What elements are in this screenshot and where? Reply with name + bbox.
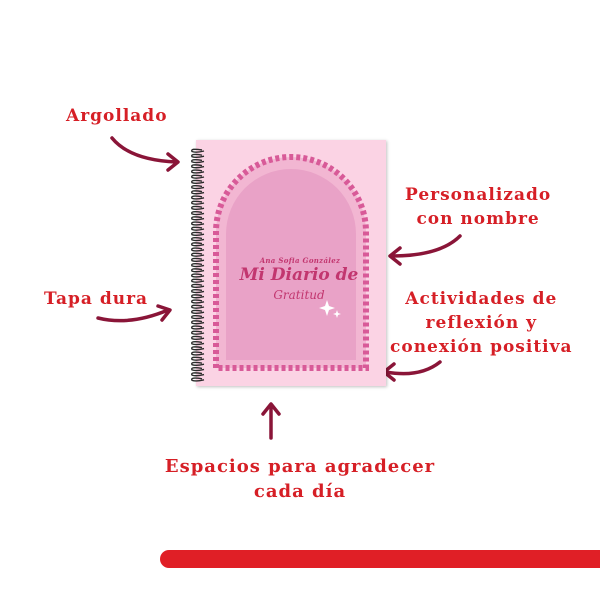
spiral-ring bbox=[191, 314, 205, 320]
feature-text-line1: Personalizado bbox=[405, 185, 552, 205]
spiral-ring bbox=[191, 236, 205, 242]
spiral-ring bbox=[191, 273, 205, 278]
feature-text-line2: con nombre bbox=[416, 209, 540, 229]
feature-text-line2: reflexión y bbox=[425, 313, 537, 333]
arrow-tapa-dura-icon bbox=[96, 308, 170, 323]
spiral-ring bbox=[191, 377, 205, 382]
feature-text: Argollado bbox=[66, 106, 168, 126]
notebook-cover: Ana Sofia González Mi Diario de Gratitud bbox=[196, 140, 386, 386]
sparkle-icon bbox=[319, 300, 341, 318]
spiral-ring bbox=[191, 299, 205, 304]
spiral-ring bbox=[191, 288, 205, 294]
spiral-ring bbox=[191, 153, 205, 159]
spiral-ring bbox=[191, 221, 205, 226]
arrow-personalizado-icon bbox=[390, 234, 462, 258]
spiral-ring bbox=[191, 278, 205, 283]
spiral-ring bbox=[191, 158, 205, 164]
spiral-ring bbox=[191, 242, 205, 247]
spiral-ring bbox=[191, 361, 205, 367]
feature-label-personalizado: Personalizado con nombre bbox=[405, 183, 551, 231]
spiral-ring bbox=[191, 252, 205, 257]
spiral-ring bbox=[191, 283, 205, 289]
feature-label-espacios: Espacios para agradecer cada día bbox=[150, 454, 450, 504]
spiral-ring bbox=[191, 340, 205, 346]
feature-label-argollado: Argollado bbox=[66, 104, 168, 128]
feature-text: Tapa dura bbox=[44, 289, 149, 309]
spiral-binding-icon bbox=[191, 148, 205, 382]
spiral-ring bbox=[191, 257, 205, 263]
spiral-ring bbox=[191, 179, 205, 185]
feature-text-line3: conexión positiva bbox=[390, 337, 573, 357]
spiral-ring bbox=[191, 335, 205, 341]
feature-text-line1: Espacios para agradecer bbox=[164, 456, 436, 477]
spiral-ring bbox=[191, 366, 205, 372]
spiral-ring bbox=[191, 169, 205, 174]
spiral-ring bbox=[191, 372, 205, 377]
spiral-ring bbox=[191, 268, 205, 273]
feature-text-line1: Actividades de bbox=[405, 289, 558, 309]
feature-label-tapa-dura: Tapa dura bbox=[44, 287, 148, 311]
spiral-ring bbox=[191, 304, 205, 309]
spiral-ring bbox=[191, 164, 205, 169]
cover-owner-name: Ana Sofia González bbox=[259, 256, 341, 265]
cover-title: Mi Diario de bbox=[239, 265, 359, 285]
feature-label-actividades: Actividades de reflexión y conexión posi… bbox=[390, 287, 573, 359]
spiral-ring bbox=[191, 195, 205, 200]
accent-bar bbox=[160, 550, 600, 568]
spiral-ring bbox=[191, 148, 205, 153]
notebook-product: Ana Sofia González Mi Diario de Gratitud bbox=[188, 140, 394, 386]
cover-arch-graphic bbox=[213, 154, 369, 371]
arrow-actividades-icon bbox=[384, 360, 442, 376]
spiral-ring bbox=[191, 200, 205, 205]
spiral-ring bbox=[191, 174, 205, 179]
spiral-ring bbox=[191, 351, 205, 356]
spiral-ring bbox=[191, 346, 205, 351]
spiral-ring bbox=[191, 210, 205, 216]
spiral-ring bbox=[191, 190, 205, 195]
spiral-ring bbox=[191, 325, 205, 330]
spiral-ring bbox=[191, 216, 205, 221]
spiral-ring bbox=[191, 231, 205, 237]
spiral-ring bbox=[191, 247, 205, 252]
spiral-ring bbox=[191, 309, 205, 315]
spiral-ring bbox=[191, 184, 205, 190]
spiral-ring bbox=[191, 205, 205, 211]
spiral-ring bbox=[191, 330, 205, 335]
feature-text-line2: cada día bbox=[253, 481, 347, 502]
spiral-ring bbox=[191, 320, 205, 325]
spiral-ring bbox=[191, 294, 205, 299]
spiral-ring bbox=[191, 226, 205, 231]
spiral-ring bbox=[191, 262, 205, 268]
spiral-ring bbox=[191, 356, 205, 361]
cover-subtitle: Gratitud bbox=[273, 288, 325, 302]
arrow-argollado-icon bbox=[110, 136, 178, 164]
